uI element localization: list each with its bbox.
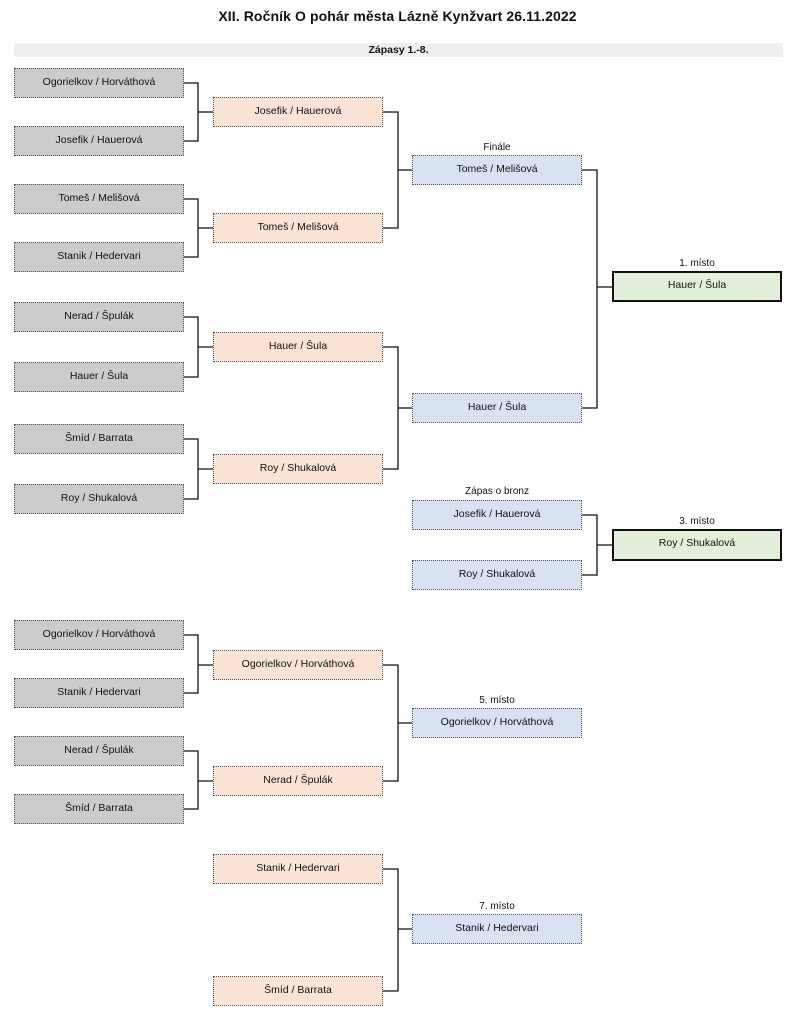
seventh-place-label: 7. místo [479,901,515,912]
round2-match-team: Josefik / Hauerová [213,97,383,127]
fifth-place-team: Ogorielkov / Horváthová [412,708,582,738]
seventh-match-team: Šmíd / Barrata [213,976,383,1006]
bronze-match-team: Josefik / Hauerová [412,500,582,530]
bronze-match-label: Zápas o bronz [465,486,529,497]
consolation-round1-team: Šmíd / Barrata [14,794,184,824]
connector [383,664,412,782]
consolation-round1-team: Ogorielkov / Horváthová [14,620,184,650]
round2-match-team: Hauer / Šula [213,332,383,362]
consolation-round2-team: Ogorielkov / Horváthová [213,650,383,680]
round1-match-team: Ogorielkov / Horváthová [14,68,184,98]
connector [383,346,412,470]
first-place-team: Hauer / Šula [612,271,782,302]
first-place-label: 1. místo [679,258,715,269]
round2-match-team: Tomeš / Melišová [213,213,383,243]
round1-match-team: Roy / Shukalová [14,484,184,514]
connector [383,111,412,229]
connector [582,169,612,409]
connector [383,868,412,992]
third-place-label: 3. místo [679,516,715,527]
connector [184,634,213,694]
connector [184,82,213,142]
connector [184,198,213,258]
connector [184,750,213,810]
consolation-round2-team: Nerad / Špulák [213,766,383,796]
fifth-place-label: 5. místo [479,695,515,706]
bronze-match-team: Roy / Shukalová [412,560,582,590]
section-header: Zápasy 1.-8. [14,43,783,57]
final-team: Hauer / Šula [412,393,582,423]
connector [582,514,612,576]
round1-match-team: Nerad / Špulák [14,302,184,332]
final-label: Finále [483,142,511,153]
page-title: XII. Ročník O pohár města Lázně Kynžvart… [218,8,577,24]
round1-match-team: Tomeš / Melišová [14,184,184,214]
consolation-round1-team: Stanik / Hedervari [14,678,184,708]
round1-match-team: Hauer / Šula [14,362,184,392]
round1-match-team: Stanik / Hedervari [14,242,184,272]
connector [184,316,213,378]
round2-match-team: Roy / Shukalová [213,454,383,484]
round1-match-team: Josefik / Hauerová [14,126,184,156]
third-place-team: Roy / Shukalová [612,529,782,561]
final-team: Tomeš / Melišová [412,155,582,185]
round1-match-team: Šmíd / Barrata [14,424,184,454]
consolation-round1-team: Nerad / Špulák [14,736,184,766]
seventh-match-team: Stanik / Hedervari [213,854,383,884]
seventh-place-team: Stanik / Hedervari [412,914,582,944]
connector [184,438,213,500]
